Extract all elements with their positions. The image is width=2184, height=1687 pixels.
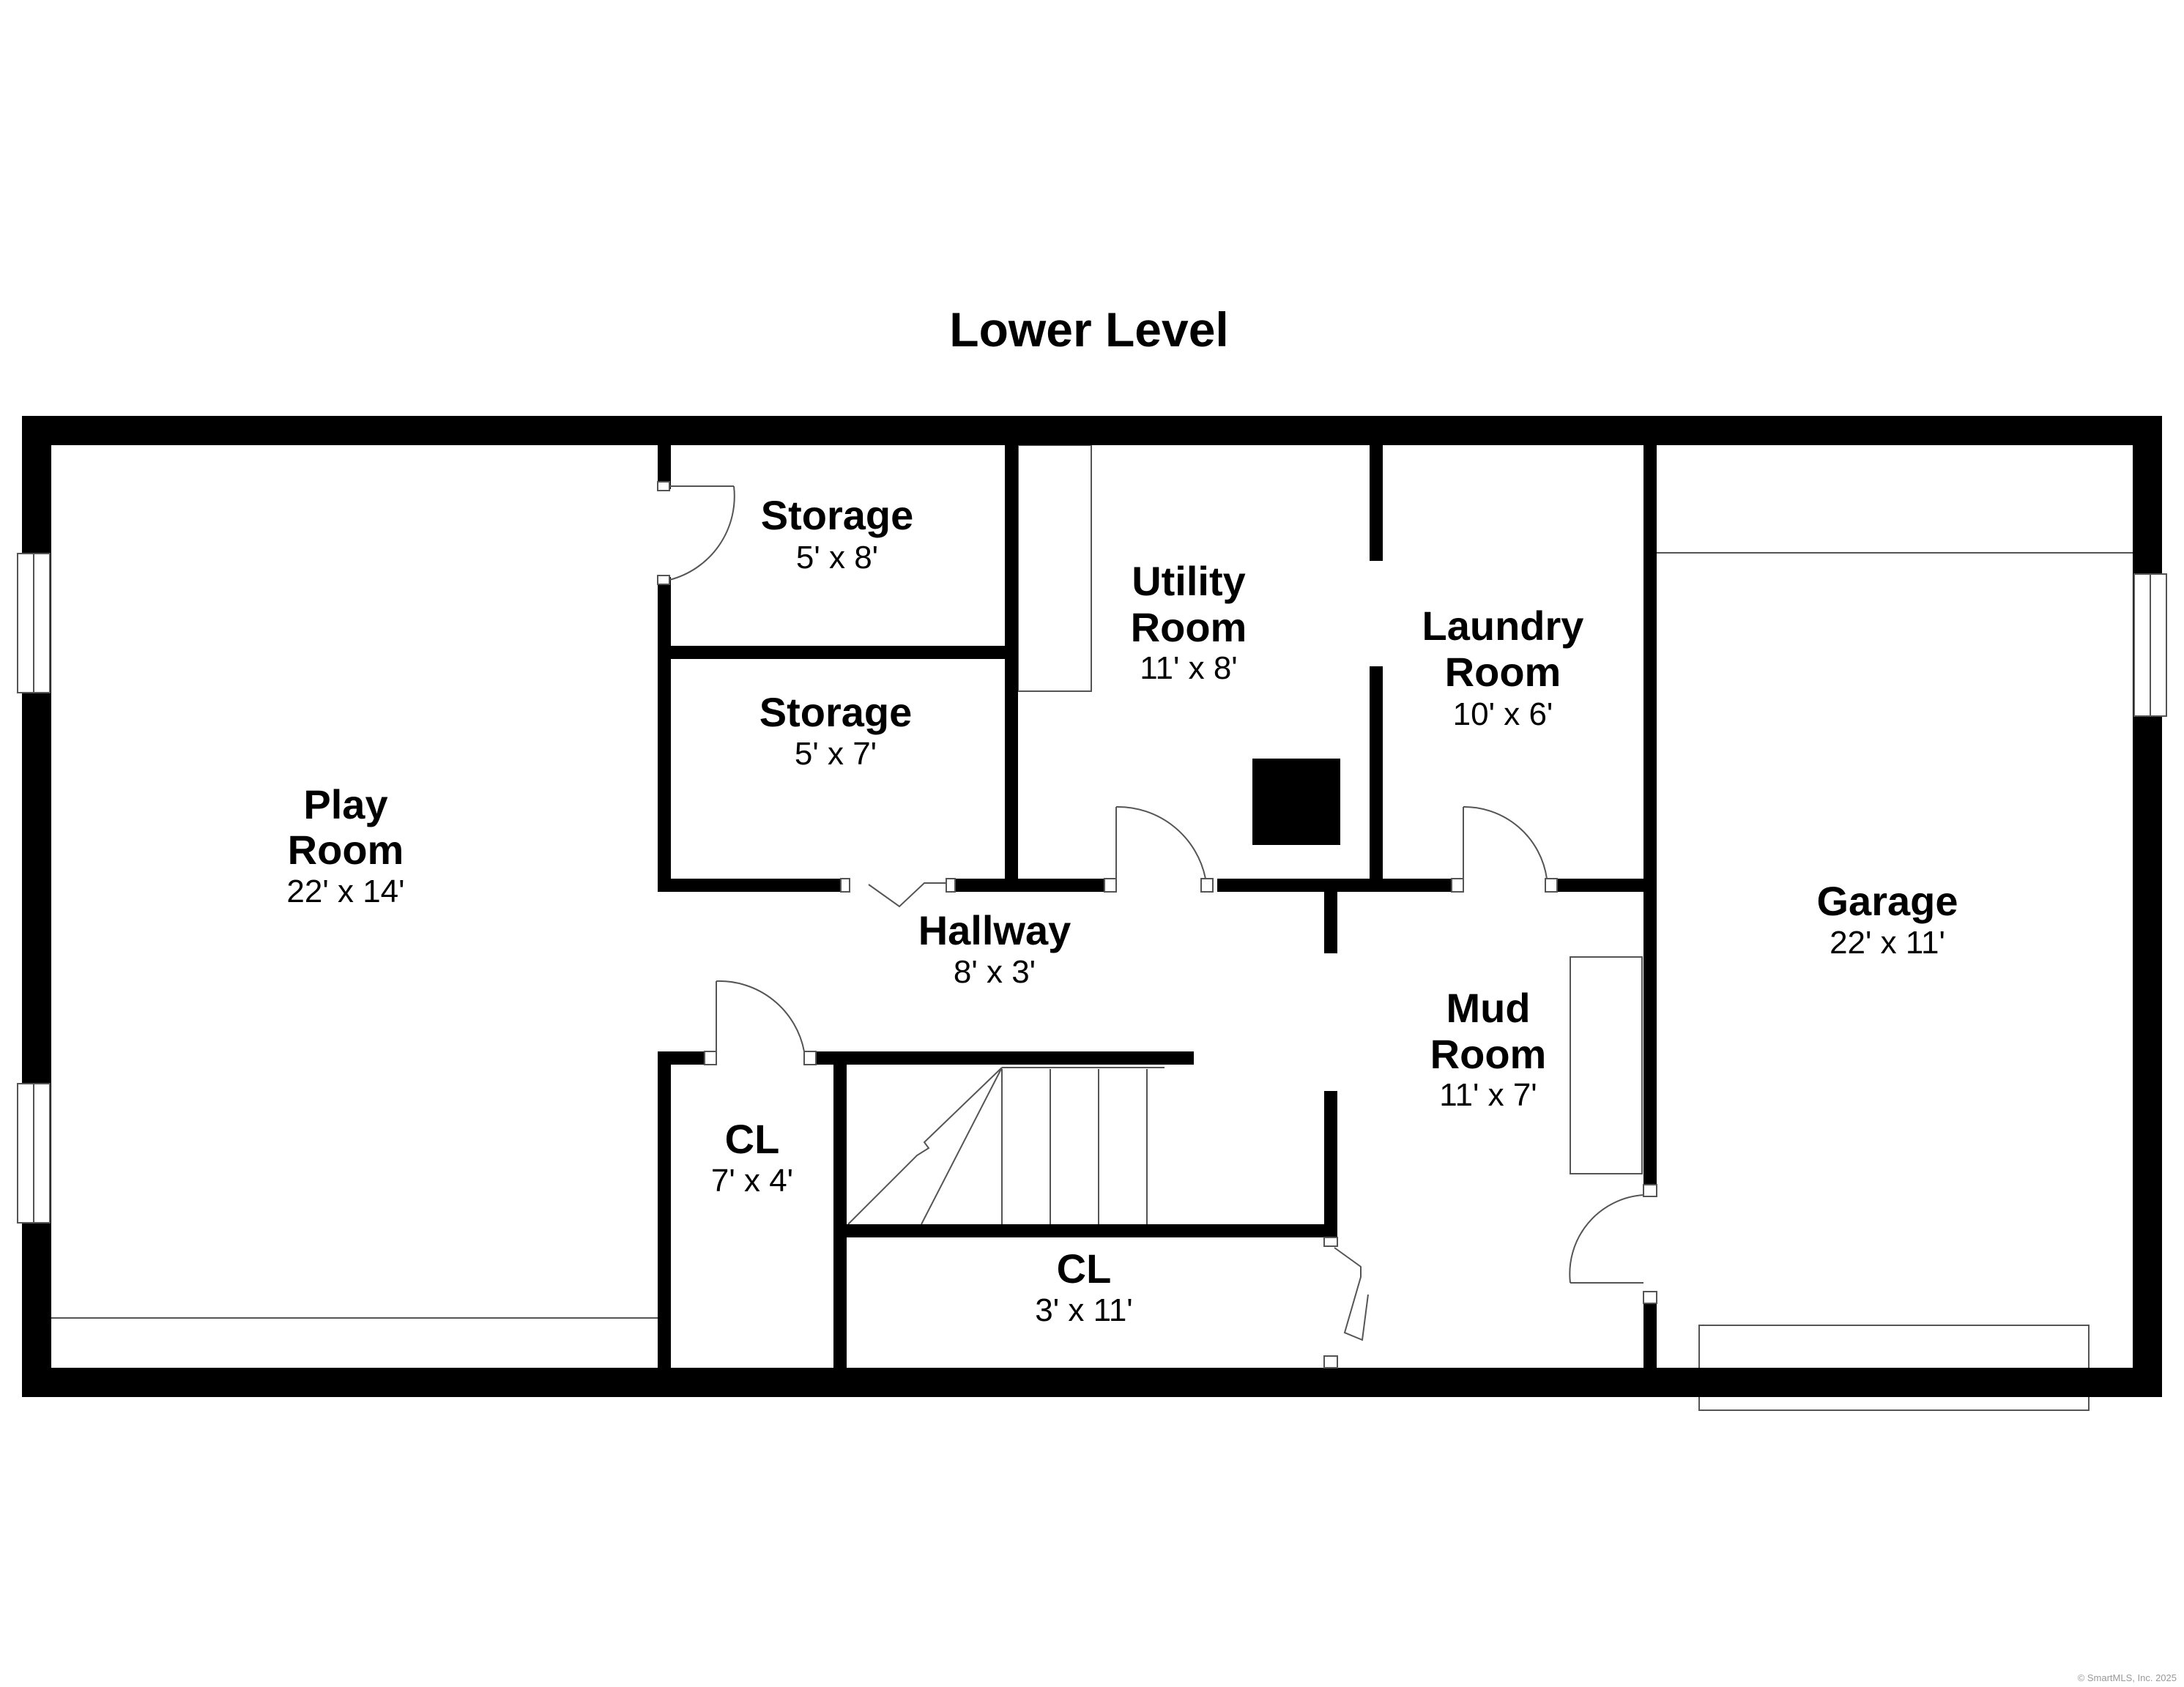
room-dimensions: 5' x 7' — [795, 736, 877, 772]
room-storage-lower: Storage 5' x 7' — [759, 689, 913, 772]
room-name: Room — [288, 827, 404, 873]
room-closet-left: CL 7' x 4' — [711, 1116, 793, 1199]
room-name: Hallway — [918, 907, 1071, 953]
wall — [833, 1224, 1337, 1237]
doors — [657, 481, 1657, 1368]
wall — [1370, 445, 1383, 561]
exterior-wall-right — [2133, 416, 2162, 1397]
room-dimensions: 11' x 8' — [1140, 650, 1237, 686]
room-dimensions: 5' x 8' — [796, 540, 878, 576]
wall — [952, 879, 1106, 892]
bifold-door-closet — [1323, 1237, 1369, 1368]
wall — [1643, 1300, 1657, 1382]
wall — [1370, 666, 1383, 892]
room-name: Storage — [761, 492, 914, 538]
bifold-door-storage — [840, 878, 956, 908]
room-name: Utility — [1132, 558, 1246, 604]
water-heater-outline — [1017, 444, 1092, 692]
wall — [658, 577, 671, 892]
wall — [658, 445, 671, 489]
room-dimensions: 11' x 7' — [1439, 1077, 1537, 1113]
door-storage — [657, 481, 735, 585]
room-dimensions: 22' x 11' — [1830, 925, 1945, 961]
room-mud-room: Mud Room 11' x 7' — [1430, 985, 1547, 1113]
room-name: Play — [303, 781, 387, 827]
windows — [17, 553, 2167, 1224]
room-garage: Garage 22' x 11' — [1817, 878, 1958, 961]
room-name: CL — [725, 1116, 780, 1162]
window — [17, 553, 51, 693]
room-name: Room — [1445, 649, 1561, 695]
stair-break-line — [847, 1067, 1003, 1225]
wall — [1643, 445, 1657, 1186]
room-dimensions: 10' x 6' — [1453, 696, 1553, 732]
wall — [811, 1051, 1194, 1065]
room-name: Garage — [1817, 878, 1958, 924]
wall — [833, 1051, 847, 1382]
room-name: Room — [1131, 604, 1247, 650]
room-name: CL — [1057, 1245, 1112, 1292]
wall — [1553, 879, 1643, 892]
room-laundry-room: Laundry Room 10' x 6' — [1422, 603, 1584, 732]
door-closet — [704, 980, 817, 1065]
door-laundry — [1451, 805, 1558, 893]
door-garage — [1569, 1184, 1657, 1304]
walls — [22, 416, 2162, 1397]
room-utility-room: Utility Room 11' x 8' — [1131, 558, 1247, 686]
exterior-wall-bottom — [22, 1368, 2162, 1397]
room-dimensions: 3' x 11' — [1035, 1292, 1132, 1328]
wall — [1324, 1091, 1337, 1237]
room-storage-upper: Storage 5' x 8' — [761, 492, 914, 576]
room-hallway: Hallway 8' x 3' — [918, 907, 1071, 990]
room-dimensions: 22' x 14' — [286, 874, 404, 909]
furnace — [1252, 759, 1340, 845]
window — [2133, 573, 2167, 717]
room-name: Laundry — [1422, 603, 1584, 649]
wall — [658, 879, 847, 892]
door-utility — [1104, 805, 1214, 893]
room-name: Mud — [1446, 985, 1530, 1031]
room-dimensions: 7' x 4' — [711, 1163, 793, 1199]
room-name: Room — [1430, 1031, 1547, 1077]
stair-diagonal — [921, 1067, 1003, 1225]
room-closet-bottom: CL 3' x 11' — [1035, 1245, 1132, 1328]
room-play-room: Play Room 22' x 14' — [286, 781, 404, 909]
room-name: Storage — [759, 689, 913, 735]
plan-title: Lower Level — [949, 302, 1228, 357]
wall — [658, 646, 1008, 659]
fixtures — [51, 444, 2133, 1411]
wall — [1005, 445, 1018, 892]
room-dimensions: 8' x 3' — [954, 954, 1036, 990]
wall — [1217, 879, 1459, 892]
wall — [658, 1051, 671, 1382]
wall — [1324, 892, 1337, 953]
exterior-wall-top — [22, 416, 2162, 445]
mudroom-bench — [1570, 956, 1643, 1174]
window — [17, 1083, 51, 1224]
copyright-notice: © SmartMLS, Inc. 2025 — [2078, 1672, 2177, 1683]
